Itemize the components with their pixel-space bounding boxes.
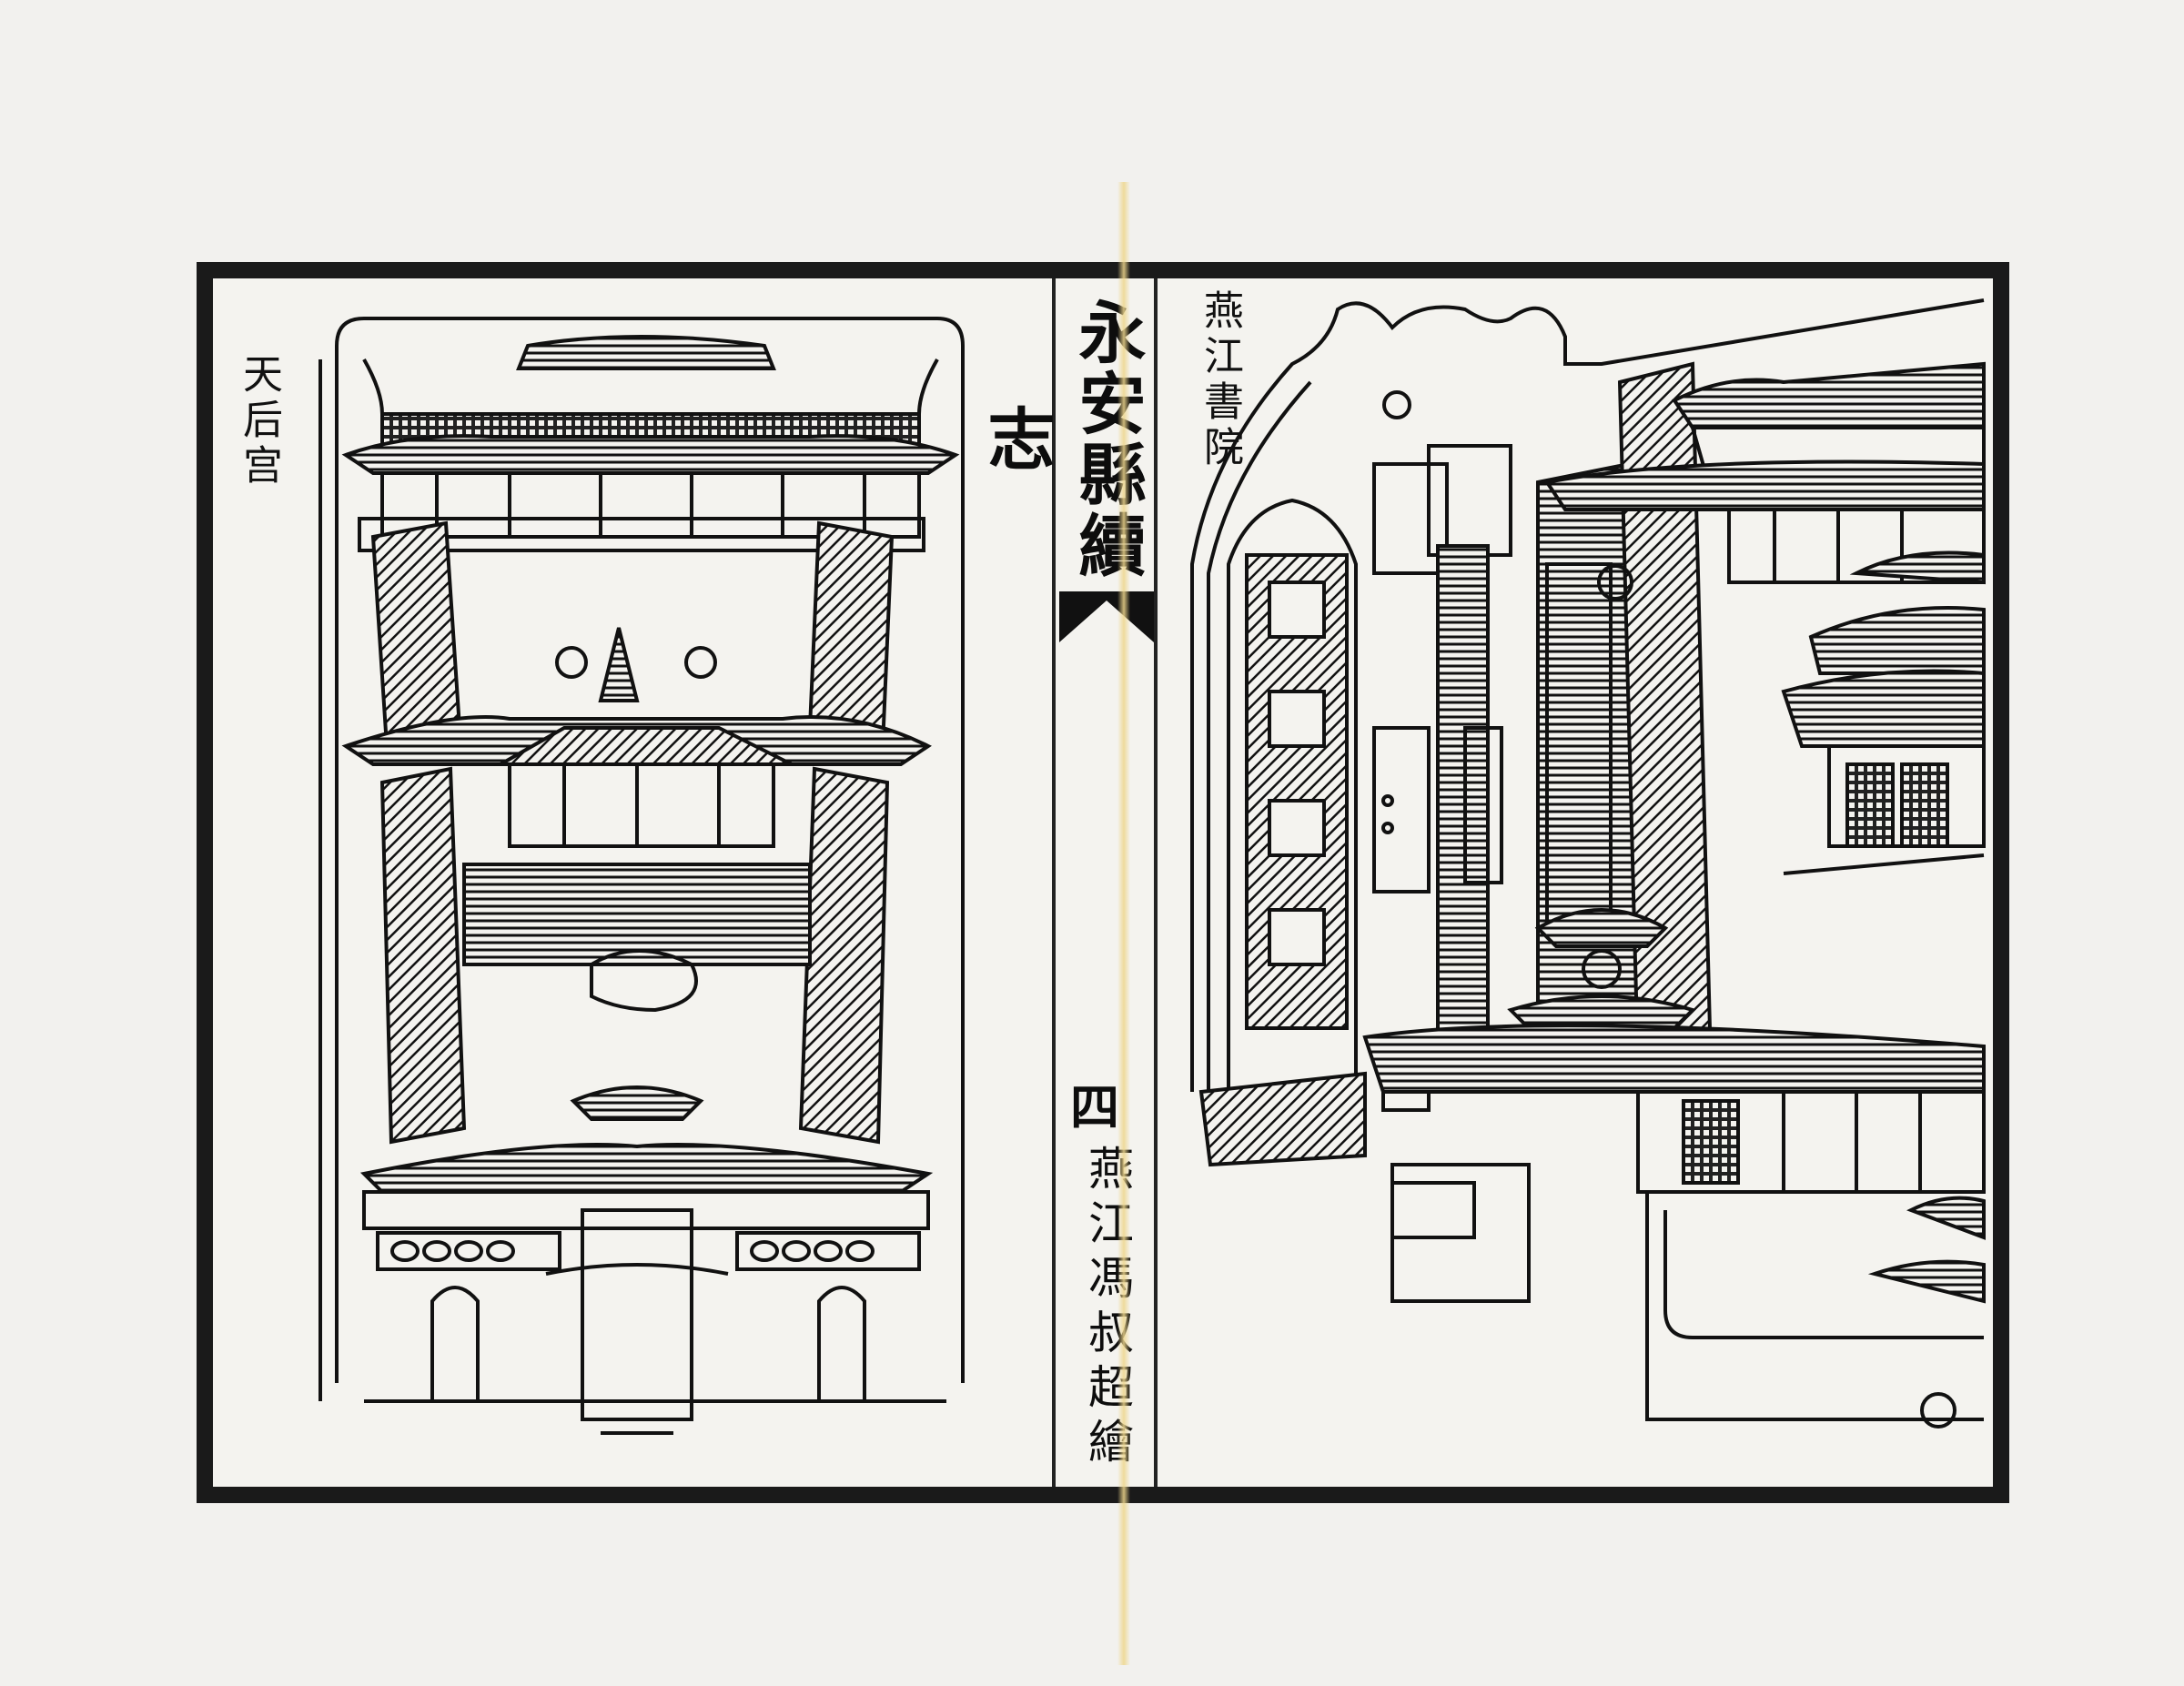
binding-fold-line [1117,182,1130,1665]
fishtail-mark-icon [1059,591,1154,642]
center-margin-column [1056,278,1158,1487]
folio-number: 四 [1070,1078,1119,1136]
left-panel-label: 天后宫 [236,353,282,490]
book-title: 永安縣續志 [976,282,1152,601]
left-page-panel [215,278,1056,1487]
